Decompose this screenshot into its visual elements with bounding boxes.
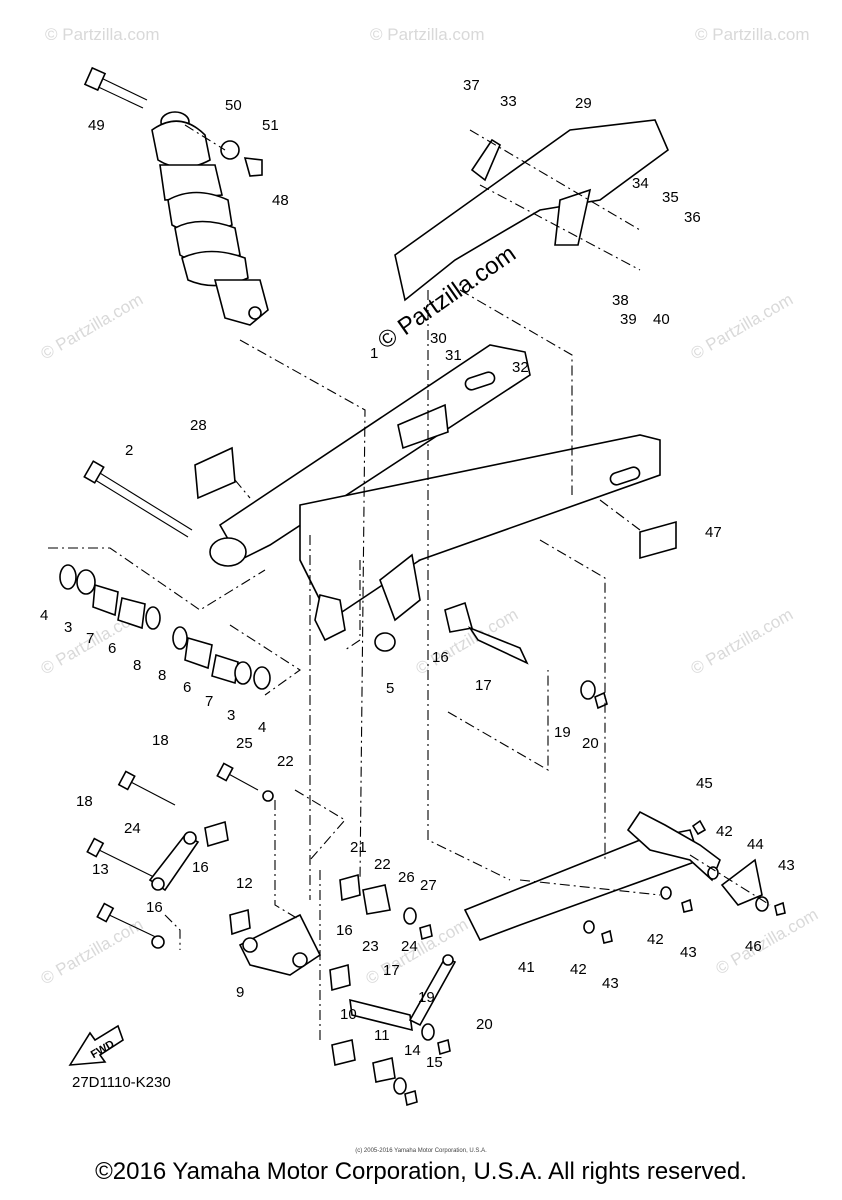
chain-guard-upper bbox=[394, 119, 669, 302]
callout-19: 19 bbox=[418, 989, 435, 1006]
callout-47: 47 bbox=[705, 524, 722, 541]
callout-31: 31 bbox=[445, 347, 462, 364]
callout-42: 42 bbox=[570, 961, 587, 978]
callout-11: 11 bbox=[374, 1027, 390, 1044]
callout-22: 22 bbox=[374, 856, 391, 873]
callout-25: 25 bbox=[236, 735, 253, 752]
callout-43: 43 bbox=[778, 857, 795, 874]
callout-45: 45 bbox=[696, 775, 713, 792]
callout-42: 42 bbox=[716, 823, 733, 840]
callout-18: 18 bbox=[152, 732, 169, 749]
callout-10: 10 bbox=[340, 1006, 357, 1023]
callout-48: 48 bbox=[272, 192, 289, 209]
copyright-notice: ©2016 Yamaha Motor Corporation, U.S.A. A… bbox=[95, 1158, 747, 1185]
callout-42: 42 bbox=[647, 931, 664, 948]
callout-20: 20 bbox=[476, 1016, 493, 1033]
callout-34: 34 bbox=[632, 175, 649, 192]
callout-8: 8 bbox=[133, 657, 141, 674]
callout-16: 16 bbox=[192, 859, 209, 876]
callout-32: 32 bbox=[512, 359, 529, 376]
callout-9: 9 bbox=[236, 984, 244, 1001]
labels bbox=[194, 446, 677, 560]
callout-24: 24 bbox=[124, 820, 141, 837]
callout-44: 44 bbox=[747, 836, 764, 853]
callout-29: 29 bbox=[575, 95, 592, 112]
callout-36: 36 bbox=[684, 209, 701, 226]
watermark: © Partzilla.com bbox=[38, 915, 147, 989]
callout-51: 51 bbox=[262, 117, 279, 134]
diagram-code: 27D1110-K230 bbox=[72, 1074, 171, 1091]
callout-4: 4 bbox=[258, 719, 266, 736]
callout-15: 15 bbox=[426, 1054, 443, 1071]
callout-35: 35 bbox=[662, 189, 679, 206]
callout-27: 27 bbox=[420, 877, 437, 894]
callout-16: 16 bbox=[336, 922, 353, 939]
small-copyright: (c) 2005-2016 Yamaha Motor Corporation, … bbox=[355, 1148, 487, 1154]
watermark: © Partzilla.com bbox=[688, 290, 797, 364]
callout-26: 26 bbox=[398, 869, 415, 886]
pivot-bearings bbox=[48, 547, 301, 696]
callout-50: 50 bbox=[225, 97, 242, 114]
callout-14: 14 bbox=[404, 1042, 421, 1059]
callout-28: 28 bbox=[190, 417, 207, 434]
rear-shock-absorber bbox=[83, 66, 269, 326]
reference-lines bbox=[239, 289, 606, 900]
callout-17: 17 bbox=[475, 677, 492, 694]
callout-3: 3 bbox=[64, 619, 72, 636]
callout-1: 1 bbox=[370, 345, 378, 362]
callout-13: 13 bbox=[92, 861, 109, 878]
pivot-shaft bbox=[83, 460, 193, 538]
callout-4: 4 bbox=[40, 607, 48, 624]
callout-8: 8 bbox=[158, 667, 166, 684]
watermark: © Partzilla.com bbox=[713, 905, 822, 979]
callout-12: 12 bbox=[236, 875, 253, 892]
callout-18: 18 bbox=[76, 793, 93, 810]
chain-guard-lower bbox=[463, 810, 786, 944]
callout-41: 41 bbox=[518, 959, 535, 976]
callout-6: 6 bbox=[108, 640, 116, 657]
callout-23: 23 bbox=[362, 938, 379, 955]
callout-24: 24 bbox=[401, 938, 418, 955]
watermark: © Partzilla.com bbox=[370, 25, 485, 44]
watermark: © Partzilla.com bbox=[688, 605, 797, 679]
callout-16: 16 bbox=[146, 899, 163, 916]
callout-49: 49 bbox=[88, 117, 105, 134]
watermark: © Partzilla.com bbox=[695, 25, 810, 44]
watermark: © Partzilla.com bbox=[45, 25, 160, 44]
callout-30: 30 bbox=[430, 330, 447, 347]
watermark: © Partzilla.com bbox=[38, 290, 147, 364]
callout-19: 19 bbox=[554, 724, 571, 741]
callout-22: 22 bbox=[277, 753, 294, 770]
callout-40: 40 bbox=[653, 311, 670, 328]
callout-2: 2 bbox=[125, 442, 133, 459]
callout-5: 5 bbox=[386, 680, 394, 697]
callout-39: 39 bbox=[620, 311, 637, 328]
callout-7: 7 bbox=[86, 630, 94, 647]
callout-43: 43 bbox=[680, 944, 697, 961]
rear-arm bbox=[209, 344, 661, 642]
fwd-arrow: FWD bbox=[68, 1024, 124, 1066]
callout-20: 20 bbox=[582, 735, 599, 752]
callout-21: 21 bbox=[350, 839, 367, 856]
upper-collar-and-shaft bbox=[374, 601, 608, 710]
callout-17: 17 bbox=[383, 962, 400, 979]
callout-37: 37 bbox=[463, 77, 480, 94]
relay-linkage bbox=[86, 762, 457, 1107]
callout-33: 33 bbox=[500, 93, 517, 110]
callout-6: 6 bbox=[183, 679, 191, 696]
callout-3: 3 bbox=[227, 707, 235, 724]
callout-38: 38 bbox=[612, 292, 629, 309]
callout-16: 16 bbox=[432, 649, 449, 666]
callout-46: 46 bbox=[745, 938, 762, 955]
callout-43: 43 bbox=[602, 975, 619, 992]
callout-7: 7 bbox=[205, 693, 213, 710]
